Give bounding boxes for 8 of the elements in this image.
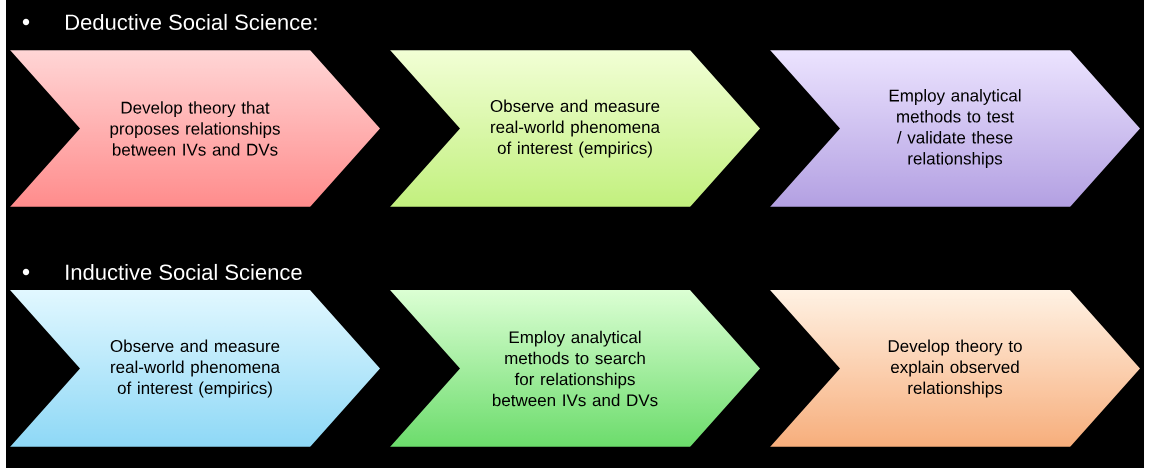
section-heading: Inductive Social Science: [66, 263, 302, 281]
section-heading: Deductive Social Science:: [66, 13, 317, 31]
chevron-step: Develop theory that proposes relationships between IVs and DVs: [110, 101, 280, 156]
chevron-step: Employ analytical methods to search for relationships between IVs and DVs: [492, 330, 658, 407]
chevron-step: Employ analytical methods to test / validate these relationships: [889, 89, 1021, 168]
chevron-step: Observe and measure real-world phenomena of interest (empirics): [110, 339, 280, 398]
chevron-step: Observe and measure real-world phenomena of interest (empirics): [490, 99, 660, 158]
chevron-step: Develop theory to explain observed relationships: [888, 339, 1022, 398]
